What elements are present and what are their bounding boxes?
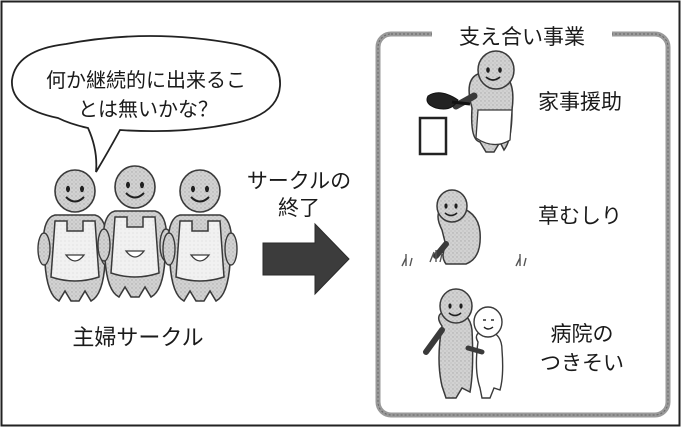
- item-hospital-label-line-1: 病院の: [551, 322, 614, 346]
- hospital-scene: [423, 288, 504, 399]
- housework-scene: [418, 50, 515, 156]
- weeding-scene: [401, 189, 527, 267]
- bubble-line-2: とは無いかな？: [78, 97, 218, 121]
- transition-arrow: [262, 222, 350, 296]
- item-weeding-label: 草むしり: [538, 204, 622, 228]
- group-label: 主婦サークル: [72, 326, 203, 351]
- speech-bubble: 何か継続的に出来るこ とは無いかな？: [11, 35, 281, 173]
- business-box: 支え合い事業: [375, 22, 671, 418]
- arrow-text-line-1: サークルの: [247, 169, 351, 193]
- arrow-text-line-2: 終了: [278, 196, 320, 220]
- item-hospital-label-line-2: つきそい: [540, 351, 624, 375]
- bubble-line-1: 何か継続的に出来るこ: [46, 68, 246, 92]
- item-housework-label: 家事援助: [538, 90, 622, 114]
- business-title: 支え合い事業: [459, 25, 585, 49]
